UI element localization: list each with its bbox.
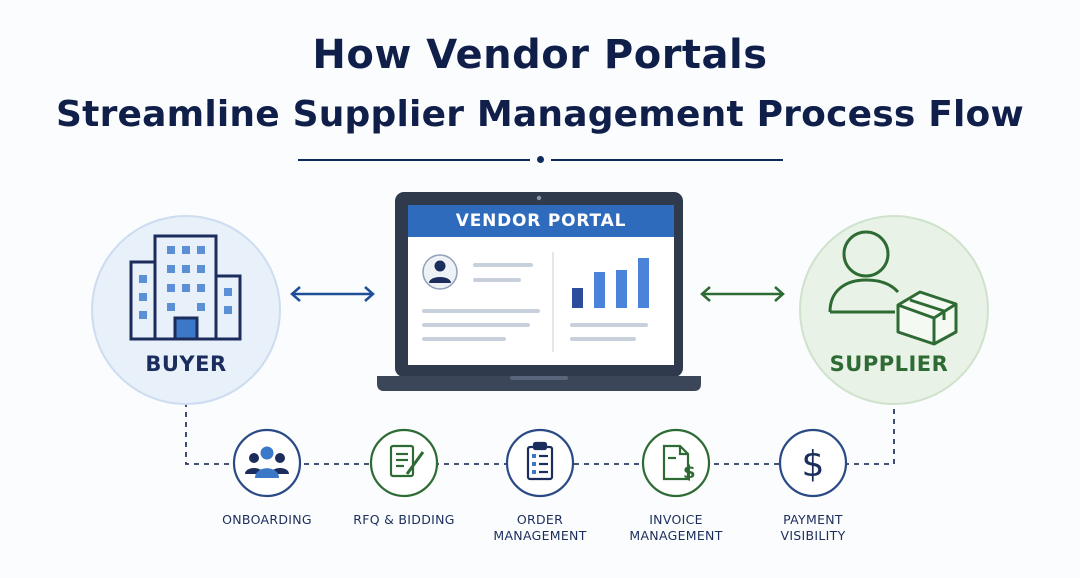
- user-avatar-icon: [422, 254, 458, 290]
- title-divider-dot: [537, 156, 544, 163]
- svg-text:$: $: [683, 462, 696, 483]
- buyer-node: [91, 215, 281, 405]
- buyer-portal-arrow: [290, 286, 375, 302]
- svg-text:$: $: [802, 444, 825, 485]
- step-order-management: ORDER MANAGEMENT: [460, 435, 620, 555]
- title-divider-left: [298, 159, 530, 161]
- supplier-node: [799, 215, 989, 405]
- buyer-label: BUYER: [145, 352, 227, 376]
- document-pen-icon: [389, 444, 425, 478]
- step-label: INVOICE MANAGEMENT: [629, 512, 723, 543]
- step-circles: [232, 428, 848, 498]
- person-with-box-icon: [828, 230, 958, 346]
- profile-text-lines: [422, 263, 648, 341]
- title-divider-right: [551, 159, 783, 161]
- dollar-sign-icon: $: [802, 444, 825, 485]
- laptop-vendor-portal: [377, 192, 701, 391]
- step-payment-visibility: PAYMENT VISIBILITY: [733, 435, 893, 555]
- people-group-icon: [245, 446, 289, 478]
- step-label: RFQ & BIDDING: [353, 512, 455, 527]
- office-building-icon: [129, 234, 242, 341]
- page-subtitle: Streamline Supplier Management Process F…: [56, 94, 1024, 135]
- clipboard-checklist-icon: [526, 441, 554, 481]
- portal-header-bar: [408, 205, 674, 237]
- bar-chart-icon: [572, 258, 649, 308]
- step-rfq-bidding: RFQ & BIDDING: [324, 435, 484, 555]
- page-title: How Vendor Portals: [312, 32, 768, 78]
- step-invoice-management: INVOICE MANAGEMENT: [596, 435, 756, 555]
- supplier-label: SUPPLIER: [829, 352, 949, 376]
- step-label: ORDER MANAGEMENT: [493, 512, 587, 543]
- step-label: ONBOARDING: [222, 512, 312, 527]
- portal-supplier-arrow: [700, 286, 785, 302]
- invoice-dollar-icon: $: [662, 444, 696, 483]
- step-label: PAYMENT VISIBILITY: [780, 512, 846, 543]
- step-onboarding: ONBOARDING: [187, 435, 347, 555]
- portal-header-label: VENDOR PORTAL: [455, 211, 627, 231]
